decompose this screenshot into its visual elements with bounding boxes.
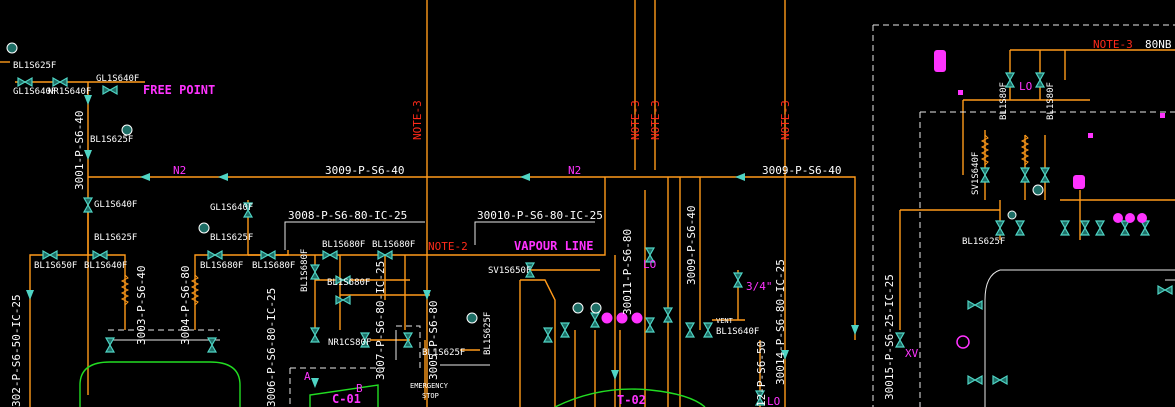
vessel-outline [79, 361, 706, 407]
tag-bl1s625f-n2: BL1S625F [90, 135, 133, 145]
tag-bl1s80f-r1: BL1S80F [999, 82, 1009, 120]
line-3009-right: 3009-P-S6-40 [762, 164, 841, 177]
size-80nb: 80NB [1145, 38, 1172, 51]
note3-c: NOTE-3 [649, 100, 662, 140]
line-3006: 3006-P-S6-80-IC-25 [265, 288, 278, 407]
tag-bl1s650f: BL1S650F [34, 261, 77, 271]
tag-bl1s680f-b: BL1S680F [252, 261, 295, 271]
tag-emergency: EMERGENCY [410, 382, 449, 390]
tag-nr1s640f-top: NR1S640F [48, 87, 91, 97]
tag-bl1s80f-r2: BL1S80F [1046, 82, 1056, 120]
tag-bl1s625f-a: BL1S625F [94, 233, 137, 243]
n2-label-right: N2 [568, 164, 581, 177]
tag-bl1s640f: BL1S640F [84, 261, 127, 271]
line-3009-vertical: 3009-P-S6-40 [685, 206, 698, 285]
tag-sv1s650f: SV1S650F [488, 266, 531, 276]
tag-bl1s680f-e: BL1S680F [327, 278, 370, 288]
tag-stop: STOP [422, 392, 439, 400]
tag-gl1s640f-a: GL1S640F [94, 200, 137, 210]
line-3009-left: 3009-P-S6-40 [325, 164, 404, 177]
line-30015: 30015-P-S6-25-IC-25 [883, 274, 896, 400]
line-12p: 12-P-S6-50 [755, 341, 768, 407]
tag-sv1s640f: SV1S640F [971, 152, 981, 195]
vessel-t02-label: T-02 [617, 393, 646, 407]
tag-bl1s625f-b: BL1S625F [210, 233, 253, 243]
tag-bl1s625f-rr: BL1S625F [962, 237, 1005, 247]
line-302: 302-P-S6-50-IC-25 [10, 294, 23, 407]
tag-bl1s625f-r: BL1S625F [422, 348, 465, 358]
note3-a: NOTE-3 [411, 100, 424, 140]
tag-bl1s640f-vent: BL1S640F [716, 327, 759, 337]
tag-nr1cs80f: NR1CS80F [328, 338, 371, 348]
line-3007: 3007-P-S6-80-IC-25 [374, 261, 387, 380]
line-30010: 30010-P-S6-80-IC-25 [477, 209, 603, 222]
line-3008: 3008-P-S6-80-IC-25 [288, 209, 407, 222]
note3-top: NOTE-3 [1093, 38, 1133, 51]
note3-b: NOTE-3 [629, 100, 642, 140]
line-3003: 3003-P-S6-40 [135, 266, 148, 345]
white-linework [108, 24, 1175, 407]
note2: NOTE-2 [428, 240, 468, 253]
tag-b: B [356, 382, 363, 395]
lo-label-1: LO [643, 258, 656, 271]
flow-arrows [26, 95, 859, 388]
tag-bl1s680f-vert: BL1S680F [300, 249, 310, 292]
lo-label-3: LO [767, 395, 780, 407]
tag-gl1s640f-b: GL1S640F [210, 203, 253, 213]
tag-xv: XV [905, 347, 919, 360]
tag-bl1s625f-s: BL1S625F [483, 312, 493, 355]
tag-bl1s680f-a: BL1S680F [200, 261, 243, 271]
line-3001: 3001-P-S6-40 [73, 111, 86, 190]
line-30014: 30014-P-S6-80-IC-25 [774, 259, 787, 385]
vapour-line-label: VAPOUR LINE [514, 239, 593, 253]
tag-gl1s640f-top: GL1S640F [13, 87, 56, 97]
n2-label-left: N2 [173, 164, 186, 177]
lo-label-2: LO [1019, 80, 1032, 93]
tag-gl1s640f-free: GL1S640F [96, 74, 139, 84]
line-3004: 3004-P-S6-80 [179, 266, 192, 345]
tag-a: A [304, 370, 311, 383]
tag-vent: VENT [716, 317, 734, 325]
line-30011: 30011-P-S6-80 [621, 229, 634, 315]
spring-lines [120, 134, 1030, 306]
tag-bl1s680f-d: BL1S680F [372, 240, 415, 250]
tag-bl1s680f-c: BL1S680F [322, 240, 365, 250]
instrument-bubbles [6, 42, 1165, 349]
note3-d: NOTE-3 [779, 100, 792, 140]
free-point-label: FREE POINT [143, 83, 215, 97]
line-3005: 3005-P-S6-80 [427, 301, 440, 380]
vessel-c01-label: C-01 [332, 392, 361, 406]
tag-bl1s625f-top: BL1S625F [13, 61, 56, 71]
size-3-4-label: 3/4" [746, 280, 773, 293]
